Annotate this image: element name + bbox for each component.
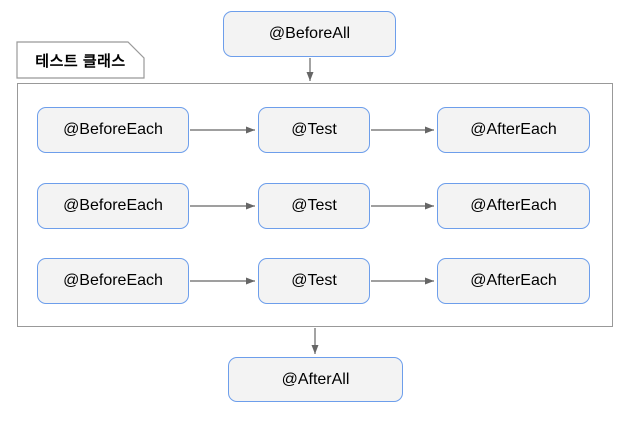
after-each-node-3: @AfterEach <box>437 258 590 304</box>
before-each-node-1: @BeforeEach <box>37 107 189 153</box>
container-label-shape <box>16 41 145 79</box>
after-each-node-2: @AfterEach <box>437 183 590 229</box>
test-class-container <box>17 83 613 327</box>
before-each-node-3: @BeforeEach <box>37 258 189 304</box>
test-node-3: @Test <box>258 258 370 304</box>
container-label: 테스트 클래스 <box>35 52 126 70</box>
before-all-node: @BeforeAll <box>223 11 396 57</box>
before-each-node-2: @BeforeEach <box>37 183 189 229</box>
after-each-node-1: @AfterEach <box>437 107 590 153</box>
test-node-1: @Test <box>258 107 370 153</box>
after-all-node: @AfterAll <box>228 357 403 402</box>
test-node-2: @Test <box>258 183 370 229</box>
